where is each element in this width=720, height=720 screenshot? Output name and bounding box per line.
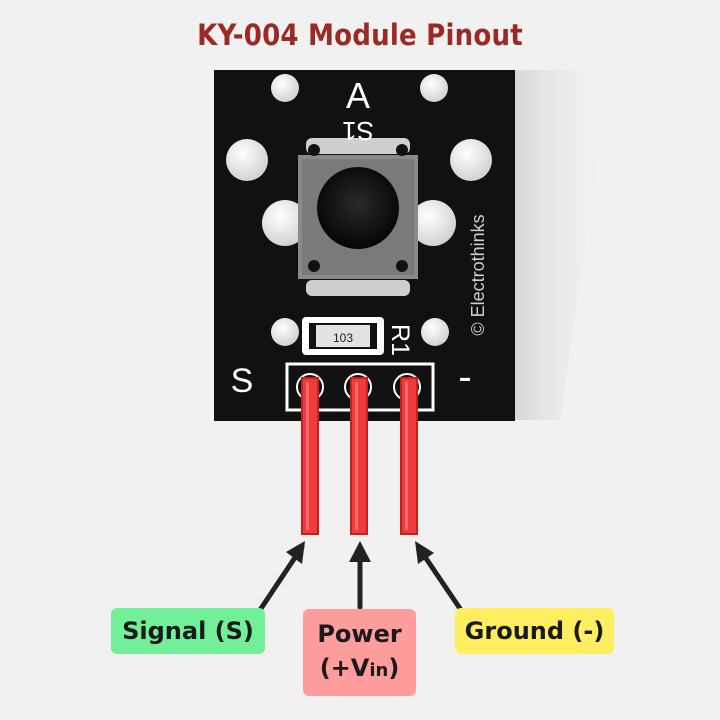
- switch-ref: S1: [342, 116, 374, 146]
- power-label-line1: Power: [317, 620, 402, 648]
- power-label-line2: (+Vin): [320, 651, 400, 688]
- resistor-r1: [302, 317, 384, 355]
- pin-signal: [301, 377, 319, 535]
- arrow-ground: [415, 541, 464, 613]
- signal-label: Signal (S): [111, 608, 265, 654]
- pin-mark-ground: -: [458, 355, 471, 399]
- hole-mid-left-outer: [226, 139, 268, 181]
- arrow-power: [349, 541, 371, 610]
- page-title: KY-004 Module Pinout: [197, 18, 523, 52]
- power-label-prefix: (+V: [319, 654, 370, 682]
- resistor-code: 103: [333, 331, 353, 345]
- arrow-signal: [257, 541, 305, 613]
- hole-mid-right-outer: [450, 139, 492, 181]
- hole-low-right: [421, 318, 449, 346]
- pin-power: [350, 377, 368, 535]
- tactile-switch: [298, 138, 418, 296]
- resistor-ref: R1: [386, 324, 414, 356]
- switch-letter: A: [346, 75, 370, 116]
- ground-label: Ground (-): [455, 608, 614, 654]
- power-label-suffix: ): [388, 654, 400, 682]
- pin-mark-signal: S: [231, 362, 254, 400]
- pin-ground: [400, 377, 418, 535]
- hole-mid-right-inner: [410, 200, 456, 246]
- hole-mid-left-inner: [262, 200, 308, 246]
- hole-top-left: [271, 74, 299, 102]
- power-label: Power (+Vin): [303, 609, 416, 696]
- push-button-cap: [317, 167, 399, 249]
- power-label-subscript: in: [369, 660, 389, 681]
- watermark: © Electrothinks: [468, 214, 488, 335]
- hole-low-left: [271, 318, 299, 346]
- hole-top-right: [420, 74, 448, 102]
- board-shadow: [515, 70, 610, 420]
